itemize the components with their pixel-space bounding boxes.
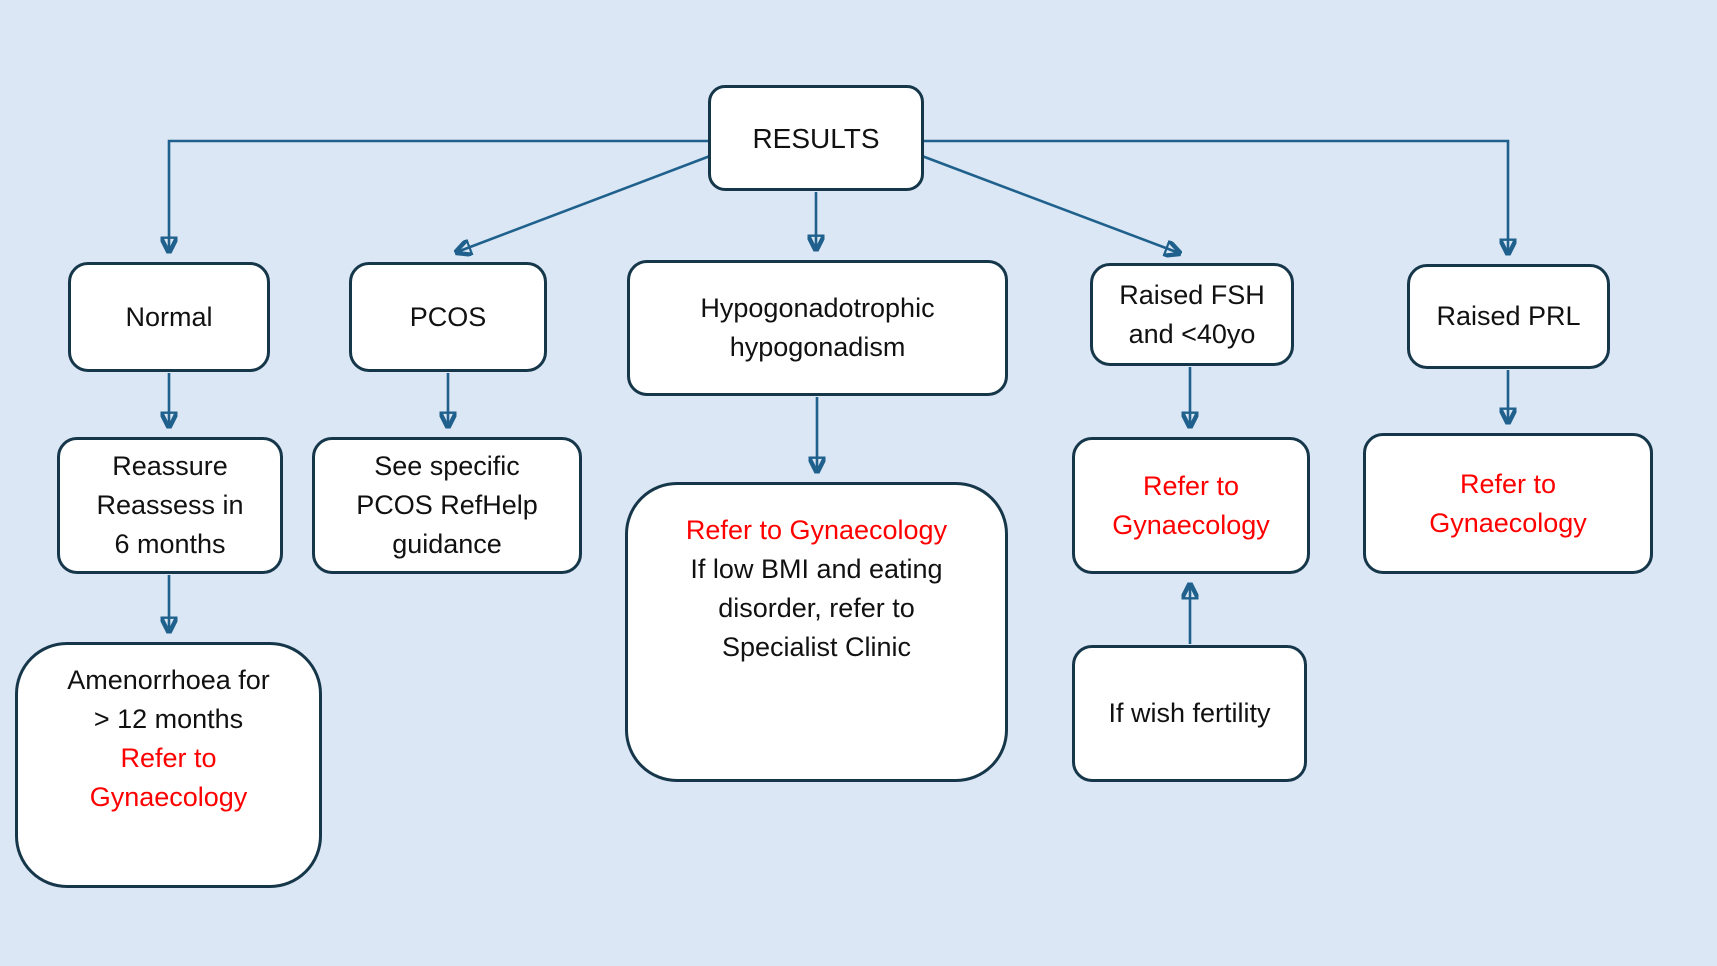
node-hypo-refer-alert-line: Refer to Gynaecology (685, 515, 948, 545)
node-prl-refer-alert-line: Refer to (1459, 468, 1557, 499)
node-fsh-line: Raised FSH (1119, 279, 1265, 310)
node-amenorrhoea-alert-line: Gynaecology (89, 782, 248, 812)
node-pcos-guidance-line: See specific (374, 451, 520, 481)
edge-results-normal (169, 139, 708, 251)
edge-results-prl (924, 139, 1508, 253)
node-pcos-refhelp-guidance: See specific PCOS RefHelp guidance (312, 437, 582, 574)
node-fsh-refer-alert-line: Gynaecology (1112, 509, 1270, 540)
node-reassure-line: Reassure (112, 451, 228, 481)
edge-results-pcos (457, 154, 711, 252)
node-reassure-line: 6 months (114, 529, 226, 559)
node-if-wish-fertility: If wish fertility (1072, 645, 1307, 782)
node-hypogonadotrophic-hypogonadism: Hypogonadotrophic hypogonadism (627, 260, 1008, 396)
node-results-label: RESULTS (752, 122, 880, 154)
node-prl-refer-alert-line: Gynaecology (1429, 507, 1587, 538)
node-results: RESULTS (708, 85, 924, 191)
node-raised-fsh: Raised FSH and <40yo (1090, 263, 1294, 366)
node-hypo-line: hypogonadism (729, 332, 906, 362)
node-hypo-refer-gynaecology: Refer to Gynaecology If low BMI and eati… (625, 482, 1008, 782)
node-amenorrhoea-alert-line: Refer to (120, 743, 217, 773)
node-pcos-guidance-line: guidance (392, 529, 502, 559)
node-normal-label: Normal (125, 301, 213, 332)
node-reassure-line: Reassess in (96, 490, 244, 520)
node-pcos-label: PCOS (409, 301, 487, 332)
node-reassure-reassess: Reassure Reassess in 6 months (57, 437, 283, 574)
node-fsh-refer-alert-line: Refer to (1142, 470, 1240, 501)
node-pcos-guidance-line: PCOS RefHelp (356, 490, 538, 520)
node-fsh-refer-gynaecology: Refer to Gynaecology (1072, 437, 1310, 574)
node-amenorrhoea-line: > 12 months (93, 704, 244, 734)
node-fsh-line: and <40yo (1128, 318, 1256, 349)
node-raised-prl: Raised PRL (1407, 264, 1610, 369)
node-hypo-refer-line: disorder, refer to (718, 593, 915, 623)
node-hypo-refer-line: Specialist Clinic (721, 632, 912, 662)
edge-results-fsh (921, 154, 1179, 253)
node-amenorrhoea-12-months: Amenorrhoea for > 12 months Refer to Gyn… (15, 642, 322, 888)
node-fertility-label: If wish fertility (1108, 698, 1271, 728)
node-pcos: PCOS (349, 262, 547, 372)
node-prl-label: Raised PRL (1436, 301, 1581, 331)
node-prl-refer-gynaecology: Refer to Gynaecology (1363, 433, 1653, 574)
node-hypo-refer-line: If low BMI and eating (690, 554, 943, 584)
node-hypo-line: Hypogonadotrophic (700, 293, 935, 323)
node-amenorrhoea-line: Amenorrhoea for (67, 665, 270, 695)
node-normal: Normal (68, 262, 270, 372)
